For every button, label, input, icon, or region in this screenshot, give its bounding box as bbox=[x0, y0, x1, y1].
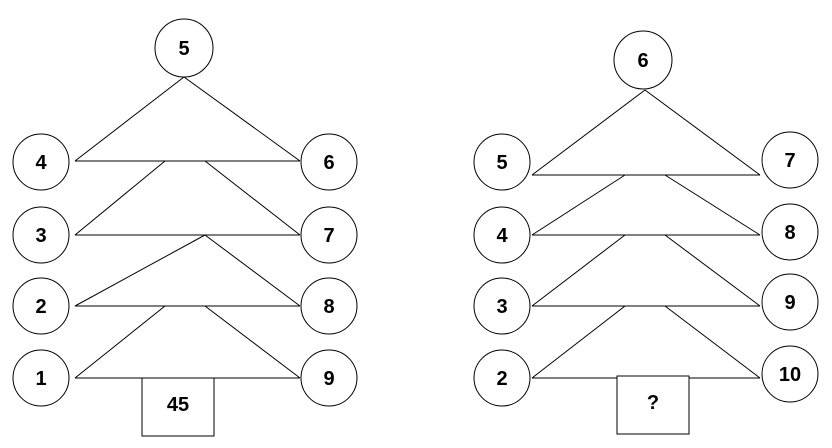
tree-left-top-node: 5 bbox=[154, 18, 214, 78]
tree-left: 5 4 3 2 1 6 7 8 bbox=[12, 18, 358, 437]
tree-right-node-left-1: 5 bbox=[473, 133, 531, 191]
node-label: 6 bbox=[323, 152, 334, 174]
node-label: 8 bbox=[784, 222, 795, 244]
node-label: 7 bbox=[784, 150, 795, 172]
tree-right: 6 5 4 3 2 7 8 9 bbox=[473, 30, 819, 435]
tree-right-edges bbox=[531, 89, 761, 379]
tree-left-node-right-2: 7 bbox=[300, 206, 358, 264]
tree-left-answer-box: 45 bbox=[141, 377, 215, 437]
tree-left-node-right-1: 6 bbox=[300, 133, 358, 191]
tree-right-node-left-2: 4 bbox=[473, 206, 531, 264]
tree-right-node-right-2: 8 bbox=[761, 203, 819, 261]
tree-left-node-left-4: 1 bbox=[12, 349, 70, 407]
tree-left-node-left-3: 2 bbox=[12, 277, 70, 335]
tree-right-node-right-3: 9 bbox=[761, 273, 819, 331]
tree-left-node-right-4: 9 bbox=[300, 349, 358, 407]
node-label: 4 bbox=[496, 225, 508, 247]
node-label: 8 bbox=[323, 296, 334, 318]
tree-right-top-node: 6 bbox=[613, 30, 673, 90]
node-label: 4 bbox=[35, 152, 47, 174]
node-label: 5 bbox=[178, 38, 189, 60]
node-label: 3 bbox=[35, 225, 46, 247]
tree-right-node-right-4: 10 bbox=[761, 345, 819, 403]
tree-left-edges bbox=[74, 76, 301, 379]
tree-right-answer-box: ? bbox=[616, 375, 690, 435]
node-label: 1 bbox=[35, 368, 46, 390]
node-label: 3 bbox=[496, 296, 507, 318]
answer-label: ? bbox=[647, 392, 659, 414]
tree-right-node-left-3: 3 bbox=[473, 277, 531, 335]
node-label: 10 bbox=[779, 364, 801, 386]
tree-left-node-right-3: 8 bbox=[300, 277, 358, 335]
node-label: 9 bbox=[323, 368, 334, 390]
tree-left-node-left-2: 3 bbox=[12, 206, 70, 264]
tree-right-node-left-4: 2 bbox=[473, 349, 531, 407]
node-label: 6 bbox=[637, 50, 648, 72]
node-label: 7 bbox=[323, 225, 334, 247]
answer-label: 45 bbox=[167, 394, 189, 416]
tree-right-node-right-1: 7 bbox=[761, 131, 819, 189]
node-label: 2 bbox=[496, 368, 507, 390]
node-label: 2 bbox=[35, 296, 46, 318]
tree-left-node-left-1: 4 bbox=[12, 133, 70, 191]
node-label: 5 bbox=[496, 152, 507, 174]
node-label: 9 bbox=[784, 292, 795, 314]
